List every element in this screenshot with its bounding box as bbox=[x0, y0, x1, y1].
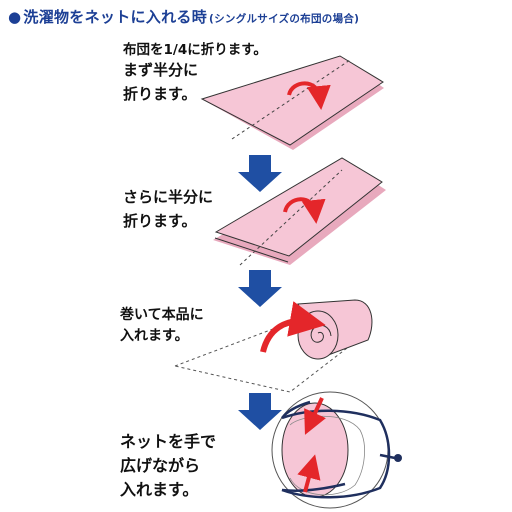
down-arrow-icon bbox=[238, 393, 282, 430]
step-4-line-2: 広げながら bbox=[120, 456, 201, 475]
step-4-line-3: 入れます。 bbox=[120, 480, 199, 499]
futon-flat-illustration bbox=[200, 55, 384, 150]
roll-arrow bbox=[260, 301, 326, 353]
down-arrow-icon bbox=[238, 155, 282, 192]
step-2-line-1: さらに半分に bbox=[123, 188, 214, 206]
futon-roll-illustration bbox=[173, 299, 373, 393]
heading-title: 洗濯物をネットに入れる時 bbox=[23, 8, 207, 26]
step-3-instruction: 巻いて本品に 入れます。 bbox=[120, 305, 204, 347]
step-4-line-1: ネットを手で bbox=[120, 432, 217, 451]
net-open-arrow-top bbox=[304, 397, 326, 435]
step-4-instruction: ネットを手で 広げながら 入れます。 bbox=[120, 430, 216, 502]
futon-half-fold-illustration bbox=[213, 157, 386, 266]
intro-text: 布団を1/4に折ります。 bbox=[123, 42, 267, 58]
fold-rotate-arrow-1 bbox=[287, 81, 331, 110]
step-1-instruction: まず半分に 折ります。 bbox=[123, 58, 198, 106]
down-arrow-icon bbox=[238, 270, 282, 307]
heading-note: (シングルサイズの布団の場合) bbox=[209, 13, 360, 25]
step-2-instruction: さらに半分に 折ります。 bbox=[123, 185, 213, 233]
step-1-line-1: まず半分に bbox=[123, 61, 199, 79]
net-open-arrow-bottom bbox=[297, 454, 321, 493]
step-3-line-1: 巻いて本品に bbox=[120, 307, 204, 323]
laundry-net-illustration bbox=[271, 391, 402, 509]
step-2-line-2: 折ります。 bbox=[123, 212, 197, 230]
page-heading: ●洗濯物をネットに入れる時(シングルサイズの布団の場合) bbox=[8, 6, 359, 27]
fold-rotate-arrow-2 bbox=[283, 197, 326, 224]
heading-bullet: ● bbox=[8, 8, 22, 26]
step-3-line-2: 入れます。 bbox=[120, 328, 189, 344]
step-1-line-2: 折ります。 bbox=[123, 85, 197, 103]
